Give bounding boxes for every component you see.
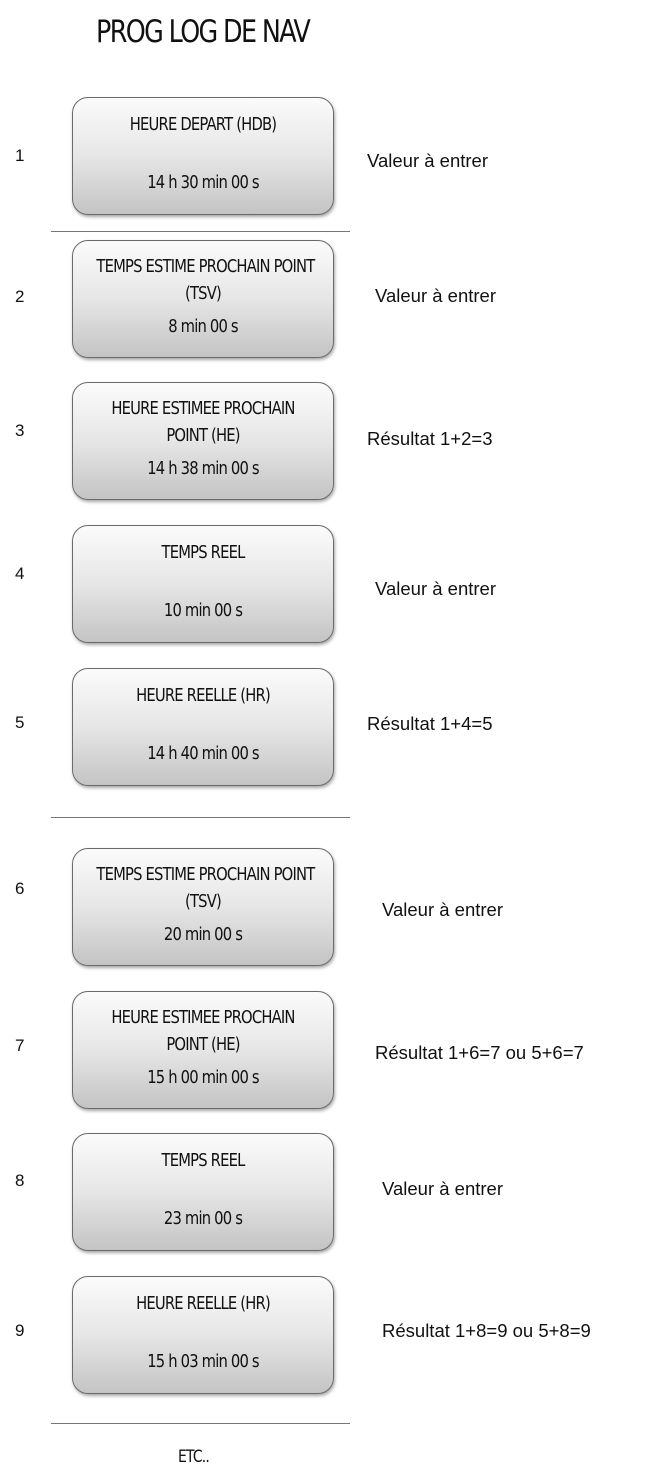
step-label-6: TEMPS ESTIME PROCHAIN POINT (TSV) bbox=[96, 861, 315, 915]
step-box-5: HEURE REELLE (HR) 14 h 40 min 00 s bbox=[72, 668, 334, 786]
step-value-5: 14 h 40 min 00 s bbox=[147, 743, 259, 764]
step-number-4: 4 bbox=[15, 564, 25, 583]
step-value-4: 10 min 00 s bbox=[163, 600, 243, 621]
separator bbox=[51, 817, 350, 818]
step-label-7-line-2: POINT (HE) bbox=[166, 1034, 240, 1055]
step-note-4: Valeur à entrer bbox=[375, 578, 496, 599]
step-note-9: Résultat 1+8=9 ou 5+8=9 bbox=[382, 1320, 591, 1341]
step-label-6-line-2: (TSV) bbox=[185, 891, 222, 912]
step-box-3: HEURE ESTIMEE PROCHAIN POINT (HE) 14 h 3… bbox=[72, 382, 334, 500]
step-label-7: HEURE ESTIMEE PROCHAIN POINT (HE) bbox=[96, 1004, 309, 1058]
step-value-8: 23 min 00 s bbox=[163, 1208, 243, 1229]
separator bbox=[51, 1423, 350, 1424]
step-label-8: TEMPS REEL bbox=[161, 1150, 246, 1171]
step-label-2: TEMPS ESTIME PROCHAIN POINT (TSV) bbox=[96, 253, 315, 307]
step-box-1: HEURE DEPART (HDB) 14 h 30 min 00 s bbox=[72, 97, 334, 215]
step-label-2-line-1: TEMPS ESTIME PROCHAIN POINT bbox=[96, 256, 315, 277]
step-value-9: 15 h 03 min 00 s bbox=[147, 1351, 259, 1372]
step-note-2: Valeur à entrer bbox=[375, 285, 496, 306]
step-box-9: HEURE REELLE (HR) 15 h 03 min 00 s bbox=[72, 1276, 334, 1394]
step-note-3: Résultat 1+2=3 bbox=[367, 428, 493, 449]
step-number-8: 8 bbox=[15, 1171, 25, 1190]
step-note-6: Valeur à entrer bbox=[382, 899, 503, 920]
step-number-6: 6 bbox=[15, 879, 25, 898]
page-title: PROG LOG DE NAV bbox=[96, 14, 311, 50]
step-note-1: Valeur à entrer bbox=[367, 150, 488, 171]
step-number-9: 9 bbox=[15, 1321, 25, 1340]
step-value-3: 14 h 38 min 00 s bbox=[147, 458, 259, 479]
step-note-5: Résultat 1+4=5 bbox=[367, 713, 493, 734]
step-label-3-line-2: POINT (HE) bbox=[166, 425, 240, 446]
step-label-5: HEURE REELLE (HR) bbox=[136, 685, 271, 706]
step-label-7-line-1: HEURE ESTIMEE PROCHAIN bbox=[111, 1007, 295, 1028]
step-number-3: 3 bbox=[15, 421, 25, 440]
step-label-6-line-1: TEMPS ESTIME PROCHAIN POINT bbox=[96, 864, 315, 885]
step-note-8: Valeur à entrer bbox=[382, 1178, 503, 1199]
step-box-2: TEMPS ESTIME PROCHAIN POINT (TSV) 8 min … bbox=[72, 240, 334, 358]
step-number-7: 7 bbox=[15, 1036, 25, 1055]
footer-etc: ETC.. bbox=[178, 1447, 210, 1467]
step-number-2: 2 bbox=[15, 287, 25, 306]
step-number-1: 1 bbox=[15, 146, 25, 165]
step-value-7: 15 h 00 min 00 s bbox=[147, 1067, 259, 1088]
step-note-7: Résultat 1+6=7 ou 5+6=7 bbox=[375, 1042, 584, 1063]
step-value-1: 14 h 30 min 00 s bbox=[147, 172, 259, 193]
step-label-3: HEURE ESTIMEE PROCHAIN POINT (HE) bbox=[96, 395, 309, 449]
step-value-2: 8 min 00 s bbox=[168, 316, 238, 337]
step-label-3-line-1: HEURE ESTIMEE PROCHAIN bbox=[111, 398, 295, 419]
step-label-1: HEURE DEPART (HDB) bbox=[129, 114, 277, 135]
step-label-9: HEURE REELLE (HR) bbox=[136, 1293, 271, 1314]
step-box-7: HEURE ESTIMEE PROCHAIN POINT (HE) 15 h 0… bbox=[72, 991, 334, 1109]
step-number-5: 5 bbox=[15, 713, 25, 732]
separator bbox=[51, 231, 350, 232]
step-box-4: TEMPS REEL 10 min 00 s bbox=[72, 525, 334, 643]
step-label-2-line-2: (TSV) bbox=[185, 283, 222, 304]
step-value-6: 20 min 00 s bbox=[163, 924, 243, 945]
step-box-8: TEMPS REEL 23 min 00 s bbox=[72, 1133, 334, 1251]
step-label-4: TEMPS REEL bbox=[161, 542, 246, 563]
step-box-6: TEMPS ESTIME PROCHAIN POINT (TSV) 20 min… bbox=[72, 848, 334, 966]
